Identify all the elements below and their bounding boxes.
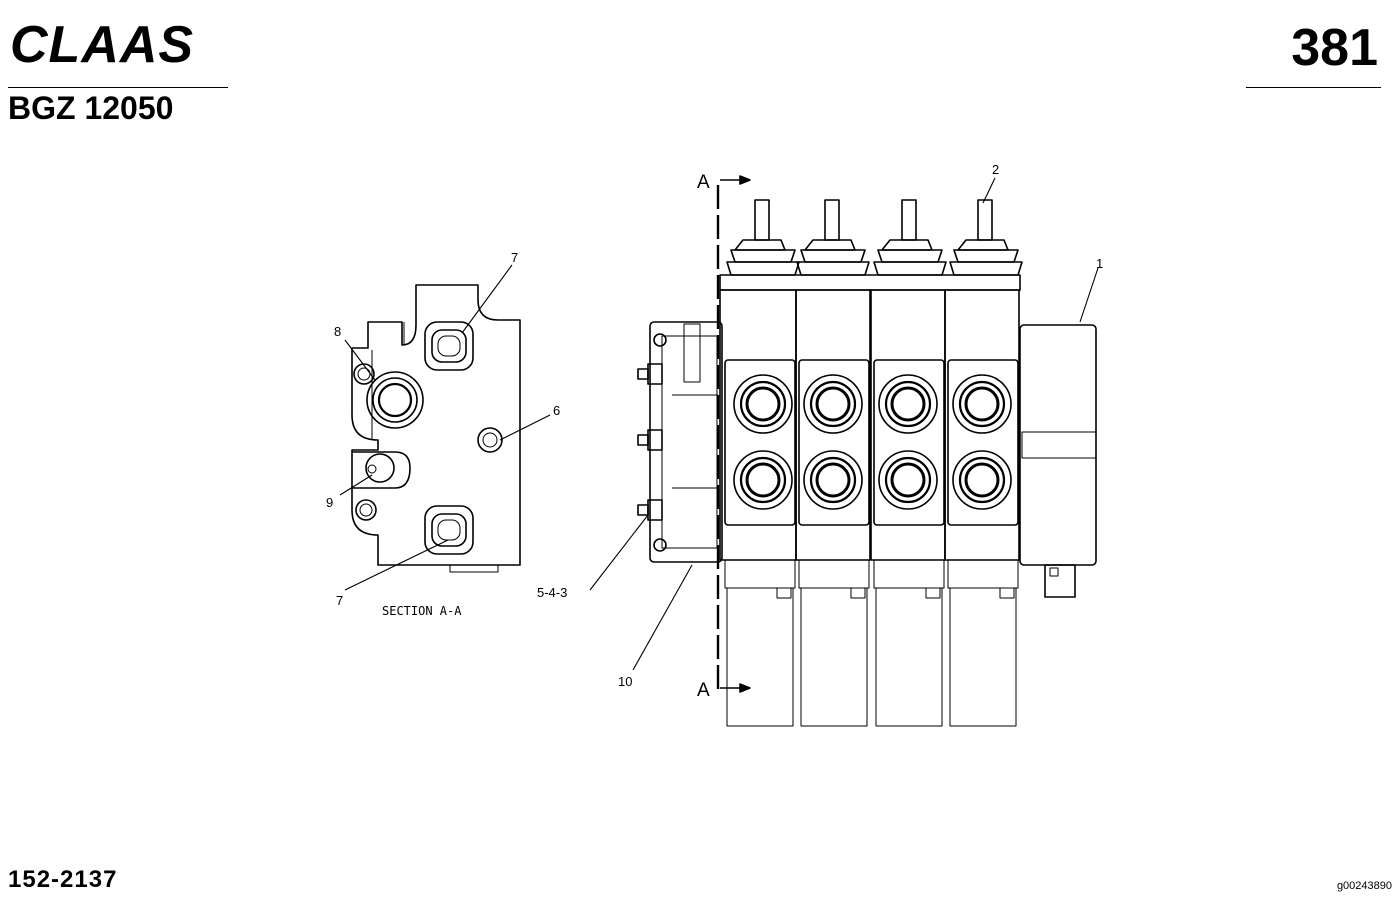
valve-section-3 bbox=[870, 199, 947, 727]
callout-5-4-3: 5-4-3 bbox=[537, 585, 567, 600]
section-marker-bottom: A bbox=[697, 680, 710, 701]
section-view bbox=[351, 284, 521, 573]
image-id: g00243890 bbox=[1336, 880, 1392, 892]
callout-7-bottom: 7 bbox=[336, 593, 343, 608]
callout-10: 10 bbox=[618, 674, 632, 689]
valve-section-4 bbox=[944, 199, 1023, 727]
valve-section-1 bbox=[719, 199, 800, 727]
page-number: 381 bbox=[1291, 19, 1378, 77]
callout-1: 1 bbox=[1096, 256, 1103, 271]
logo-text: CLAAS bbox=[10, 18, 194, 68]
part-number: 152-2137 bbox=[8, 866, 118, 893]
callout-2: 2 bbox=[992, 162, 999, 177]
leader-lines bbox=[339, 177, 1099, 671]
header-rule-left bbox=[8, 87, 228, 88]
header-rule-right bbox=[1246, 87, 1381, 88]
callout-9: 9 bbox=[326, 495, 333, 510]
document-code: BGZ 12050 bbox=[8, 90, 174, 126]
callout-6: 6 bbox=[553, 403, 560, 418]
section-marker-top: A bbox=[697, 172, 710, 193]
callout-7-top: 7 bbox=[511, 250, 518, 265]
section-caption: SECTION A-A bbox=[382, 604, 462, 618]
claas-logo: CLAAS bbox=[10, 18, 194, 68]
callout-8: 8 bbox=[334, 324, 341, 339]
valve-section-2 bbox=[795, 199, 871, 727]
